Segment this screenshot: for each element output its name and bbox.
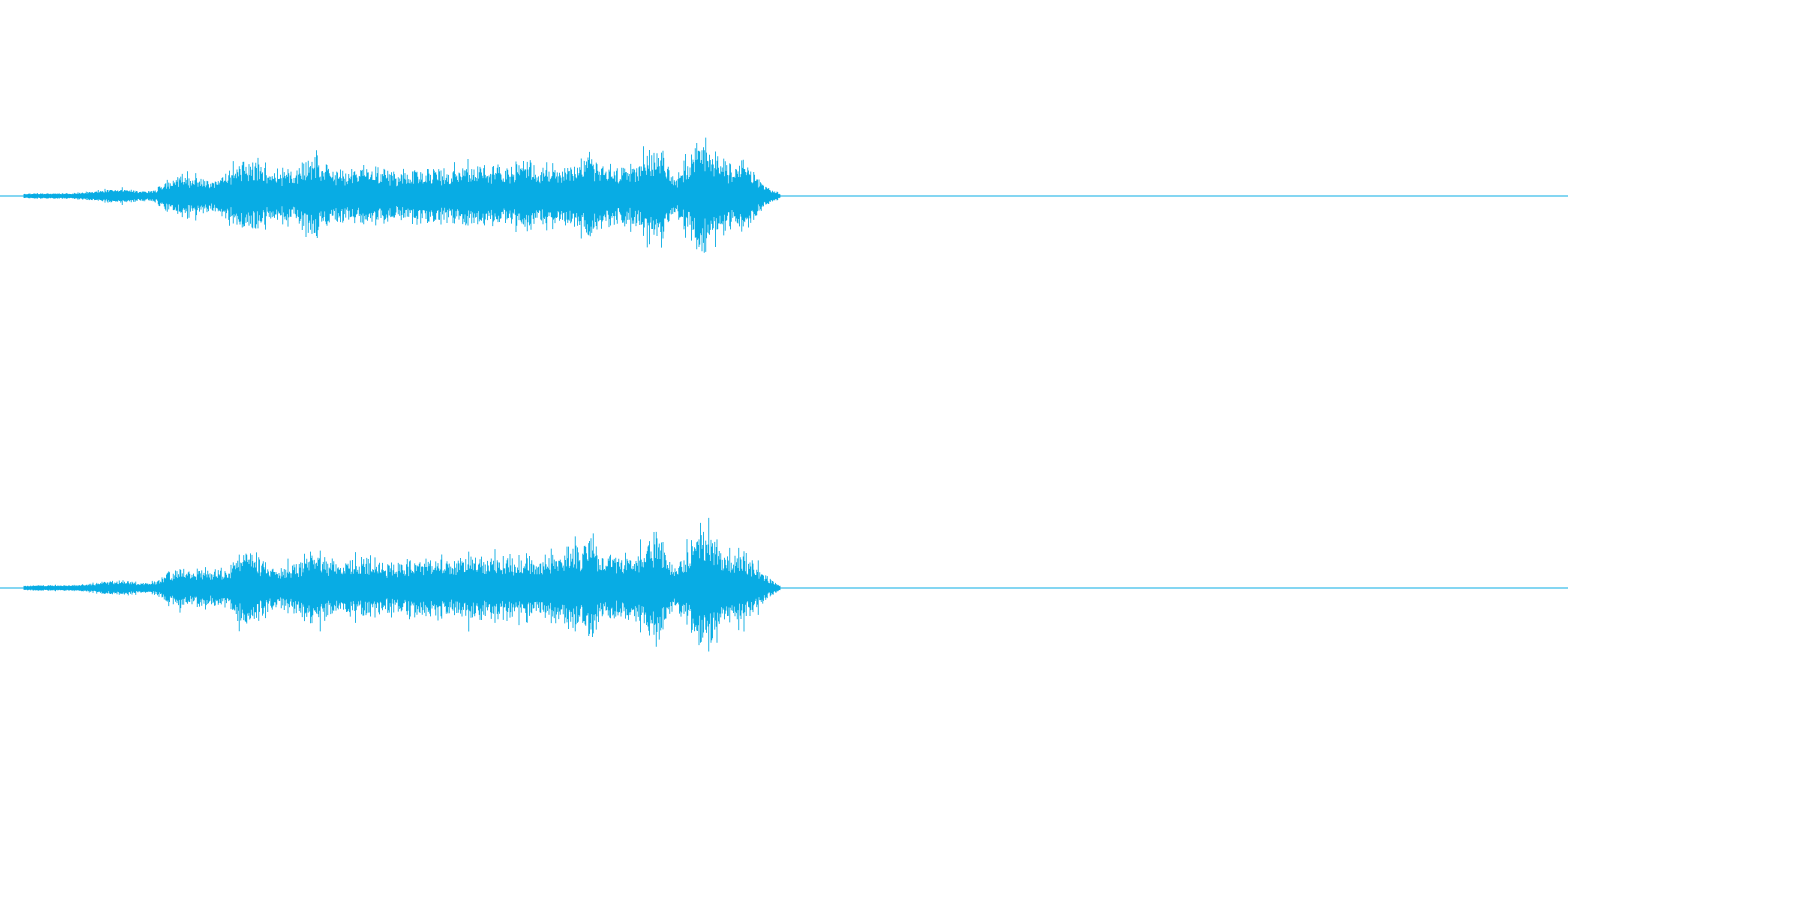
waveform-signal [23, 517, 781, 652]
waveform-canvas[interactable] [0, 0, 1568, 784]
waveform-signal [23, 137, 781, 253]
channel-2-waveform[interactable] [0, 517, 1568, 652]
channel-1-waveform[interactable] [0, 137, 1568, 253]
waveform-view[interactable] [0, 0, 1568, 784]
